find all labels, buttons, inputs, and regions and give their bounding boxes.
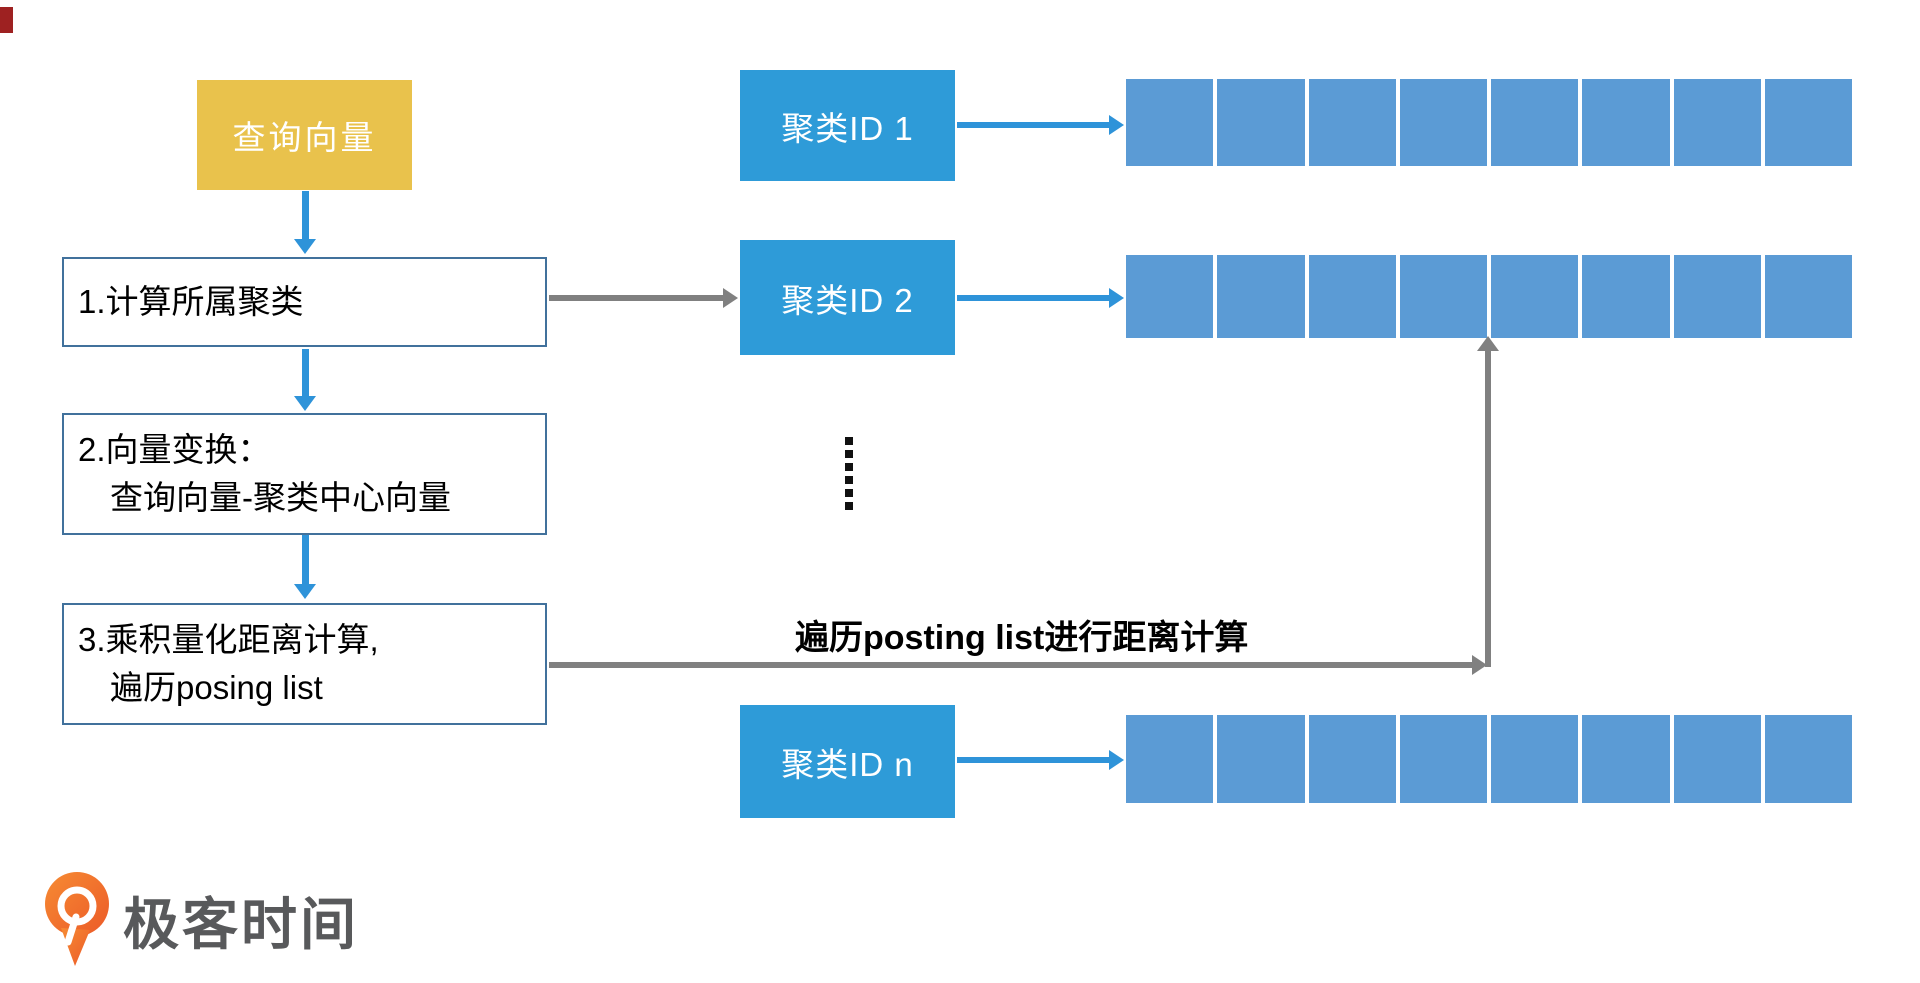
posting-list-cell — [1673, 715, 1761, 803]
flow-down-arrow-1 — [294, 191, 316, 254]
posting-list-cell — [1582, 255, 1670, 338]
arrow-head-right-icon — [723, 288, 738, 308]
arrow-shaft — [301, 349, 309, 396]
posting-list-cell — [1217, 79, 1305, 166]
step2-text-line2: 查询向量-聚类中心向量 — [110, 479, 451, 516]
arrow-head-right-icon — [1472, 655, 1487, 675]
arrow-head-up-icon — [1477, 336, 1499, 351]
arrow-head-right-icon — [1109, 750, 1124, 770]
posting-list-cell — [1308, 255, 1396, 338]
posting-list-cell — [1399, 255, 1487, 338]
posting-list-cell — [1399, 79, 1487, 166]
ellipsis-dot — [845, 450, 853, 458]
query-vector-label: 查询向量 — [232, 119, 377, 156]
posting-list-cell — [1308, 715, 1396, 803]
arrow-head-down-icon — [294, 396, 316, 411]
posting-list-cell — [1399, 715, 1487, 803]
posting-list-cell — [1582, 79, 1670, 166]
posting-list-cell — [1217, 255, 1305, 338]
posting-list-cell — [1491, 255, 1579, 338]
ellipsis-dot — [845, 463, 853, 471]
cluster-id-2-box: 聚类ID 2 — [740, 240, 955, 355]
step1-to-cluster2-arrow — [549, 288, 738, 308]
step3-text: 3.乘积量化距离计算, — [78, 621, 379, 659]
posting-list-cell — [1764, 715, 1852, 803]
cluster-id-2-label: 聚类ID 2 — [781, 281, 914, 319]
cluster-id-n-label: 聚类ID n — [781, 745, 914, 783]
posting-list-cell — [1126, 715, 1214, 803]
cluster-id-1-label: 聚类ID 1 — [781, 109, 914, 147]
step3-text-line2: 遍历posing list — [110, 669, 323, 706]
step-box-1: 1.计算所属聚类 — [62, 257, 547, 347]
posting-list-cell — [1764, 255, 1852, 338]
traverse-horizontal-arrow — [549, 655, 1487, 675]
posting-list-row-1 — [1126, 79, 1852, 166]
posting-list-cell — [1491, 715, 1579, 803]
ellipsis-dot — [845, 489, 853, 497]
geektime-logo-text: 极客时间 — [123, 892, 359, 956]
screenshot-edge-artifact — [0, 7, 13, 33]
clustern-to-postinglist-arrow — [957, 750, 1124, 770]
arrow-head-down-icon — [294, 584, 316, 599]
arrow-shaft — [1485, 351, 1491, 667]
cluster-id-1-box: 聚类ID 1 — [740, 70, 955, 181]
ellipsis-dot — [845, 502, 853, 510]
step-box-3: 3.乘积量化距离计算, 遍历posing list — [62, 603, 547, 725]
arrow-head-right-icon — [1109, 115, 1124, 135]
arrow-shaft — [549, 295, 724, 301]
posting-list-cell — [1764, 79, 1852, 166]
posting-list-cell — [1217, 715, 1305, 803]
step1-text: 1.计算所属聚类 — [78, 283, 304, 321]
arrow-shaft — [301, 191, 309, 239]
cluster1-to-postinglist-arrow — [957, 115, 1124, 135]
posting-list-cell — [1582, 715, 1670, 803]
traverse-annotation: 遍历posting list进行距离计算 — [795, 619, 1249, 657]
posting-list-row-2 — [1126, 255, 1852, 338]
posting-list-cell — [1491, 79, 1579, 166]
posting-list-cell — [1126, 255, 1214, 338]
ellipsis-dot — [845, 476, 853, 484]
arrow-shaft — [549, 662, 1473, 668]
cluster2-to-postinglist-arrow — [957, 288, 1124, 308]
posting-list-cell — [1308, 79, 1396, 166]
ellipsis-dot — [845, 437, 853, 445]
posting-list-cell — [1673, 255, 1761, 338]
traverse-vertical-arrow — [1477, 336, 1499, 667]
geektime-logo: 极客时间 — [45, 870, 359, 970]
vertical-ellipsis-dots — [845, 437, 853, 510]
flow-down-arrow-3 — [294, 535, 316, 599]
arrow-head-right-icon — [1109, 288, 1124, 308]
arrow-shaft — [957, 295, 1110, 301]
arrow-shaft — [957, 757, 1110, 763]
cluster-id-n-box: 聚类ID n — [740, 705, 955, 818]
arrow-head-down-icon — [294, 239, 316, 254]
posting-list-cell — [1673, 79, 1761, 166]
posting-list-cell — [1126, 79, 1214, 166]
arrow-shaft — [957, 122, 1110, 128]
flow-down-arrow-2 — [294, 349, 316, 411]
geektime-logo-icon — [45, 872, 109, 966]
arrow-shaft — [301, 535, 309, 584]
step2-text: 2.向量变换： — [78, 431, 271, 469]
posting-list-row-n — [1126, 715, 1852, 803]
step-box-2: 2.向量变换： 查询向量-聚类中心向量 — [62, 413, 547, 535]
query-vector-box: 查询向量 — [197, 80, 412, 190]
